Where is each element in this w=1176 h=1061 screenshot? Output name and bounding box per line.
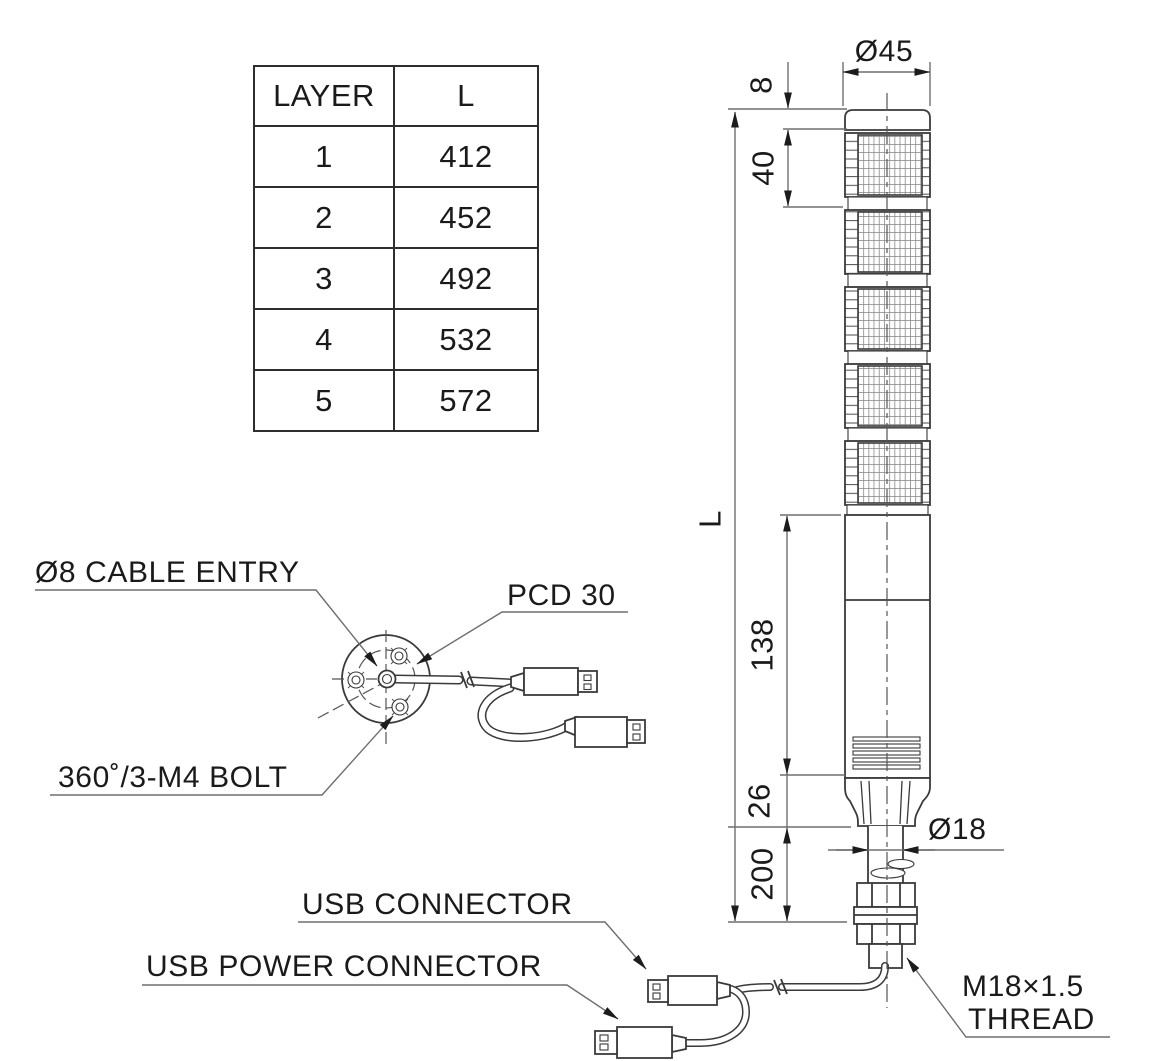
label-dim-200: 200 xyxy=(745,847,780,900)
table-cell-layer-3: 3 xyxy=(255,249,395,310)
leader-bolt xyxy=(50,715,394,796)
label-usb-power-connector: USB POWER CONNECTOR xyxy=(146,950,542,983)
tower-front-view xyxy=(594,93,931,1059)
lens-module-4 xyxy=(844,363,931,429)
table-cell-l-3: 492 xyxy=(395,249,537,310)
lens-window xyxy=(857,365,923,427)
cable-break-mark xyxy=(780,978,788,995)
table-cell-layer-2: 2 xyxy=(255,188,395,249)
table-cell-l-4: 532 xyxy=(395,310,537,371)
label-mount-bolt: 360˚/3-M4 BOLT xyxy=(58,761,288,794)
taper-flutes xyxy=(860,780,911,825)
label-thread-line2: THREAD xyxy=(968,1003,1095,1036)
usb-plug-data xyxy=(647,975,731,1006)
cable-break-mark xyxy=(467,670,475,688)
plug-pin xyxy=(599,1034,609,1042)
cable-break-mark xyxy=(460,671,468,689)
lens-module-1 xyxy=(844,132,931,198)
leader-pcd xyxy=(416,611,628,665)
cable-break-mark xyxy=(773,979,781,996)
layer-length-table: LAYER L 1 412 2 452 3 492 4 532 5 572 xyxy=(253,65,539,432)
plug-body xyxy=(667,975,718,1006)
base-centerline-diag xyxy=(317,682,384,719)
main-cable xyxy=(680,962,889,1047)
usb-plug-detail-b xyxy=(564,715,646,748)
usb-plug-detail-a xyxy=(510,667,598,696)
plug-pin xyxy=(599,1043,609,1051)
pipe-cable-hole-2 xyxy=(887,858,915,870)
leader-usb-power xyxy=(142,984,619,1020)
label-pcd: PCD 30 xyxy=(507,579,616,612)
table-cell-layer-1: 1 xyxy=(255,127,395,188)
leader-usb-connector xyxy=(298,921,647,970)
bolt-hole xyxy=(347,671,365,689)
lens-window xyxy=(857,442,923,504)
label-dim-40: 40 xyxy=(746,150,781,185)
leader-cable-entry xyxy=(35,589,378,667)
label-dim-138: 138 xyxy=(745,618,780,671)
plug-body xyxy=(523,667,579,696)
plug-body xyxy=(616,1026,673,1059)
hex-nut-lower xyxy=(856,923,916,945)
plug-pin xyxy=(583,674,592,682)
cable-entry-hole-inner xyxy=(381,673,393,685)
table-cell-layer-5: 5 xyxy=(255,371,395,430)
label-dim-8: 8 xyxy=(744,76,779,94)
lens-window xyxy=(857,134,923,196)
label-cable-entry: Ø8 CABLE ENTRY xyxy=(35,556,300,589)
label-diameter18: Ø18 xyxy=(928,813,987,846)
lens-window xyxy=(857,288,923,350)
label-dim-L: L xyxy=(693,510,728,528)
label-dim-26: 26 xyxy=(742,783,777,818)
plug-pin xyxy=(652,992,661,1000)
dimension-lines xyxy=(728,62,1004,923)
strain-relief xyxy=(510,671,525,693)
label-thread-line1: M18×1.5 xyxy=(962,970,1084,1003)
mounting-nut-assembly xyxy=(853,882,918,969)
leader-thread xyxy=(906,957,1110,1038)
label-usb-connector: USB CONNECTOR xyxy=(302,888,573,921)
base-bottom-view xyxy=(317,630,646,748)
strain-relief xyxy=(671,1033,687,1054)
table-cell-l-5: 572 xyxy=(439,382,493,418)
lens-window xyxy=(857,211,923,273)
table-cell-l-2: 452 xyxy=(395,188,537,249)
table-header-layer: LAYER xyxy=(255,67,395,127)
bolt-hole xyxy=(391,698,409,716)
callout-leaders xyxy=(35,589,1110,1038)
plug-pin xyxy=(652,983,661,991)
plug-pin xyxy=(583,683,592,691)
plug-pin xyxy=(632,723,641,731)
plug-shield xyxy=(594,1030,618,1055)
plug-shield xyxy=(577,670,598,693)
table-cell-l-1: 412 xyxy=(395,127,537,188)
threaded-stub xyxy=(868,943,903,969)
label-diameter45: Ø45 xyxy=(855,35,914,68)
plug-body xyxy=(574,716,628,748)
usb-plug-power xyxy=(594,1026,687,1059)
strain-relief xyxy=(716,980,731,1001)
table-header-l: L xyxy=(395,67,537,127)
plug-pin xyxy=(632,733,641,741)
hex-nut-upper xyxy=(856,882,916,908)
bolt-hole xyxy=(390,647,408,665)
pipe-cable-hole xyxy=(870,867,906,879)
lens-module-2 xyxy=(844,209,931,275)
base-cable xyxy=(389,670,574,742)
table-cell-layer-4: 4 xyxy=(255,310,395,371)
